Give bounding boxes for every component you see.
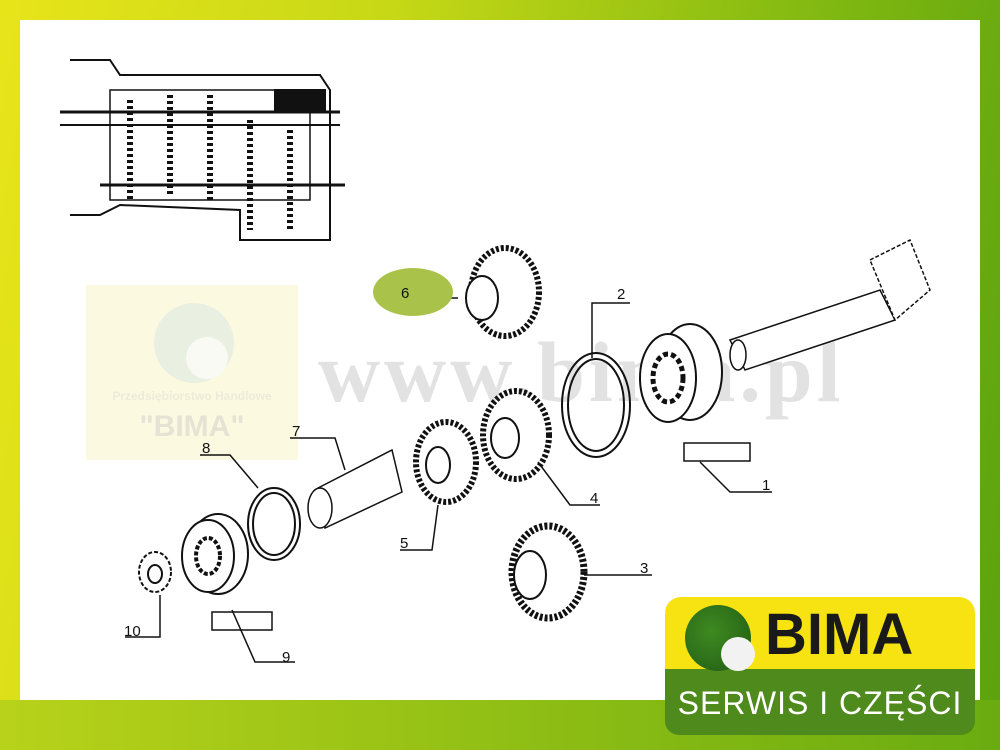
watermark-name: "BIMA" xyxy=(139,410,245,443)
gear-3 xyxy=(508,522,588,622)
callout-3: 3 xyxy=(640,560,648,577)
logo-green-band xyxy=(665,669,975,735)
bearing-9 xyxy=(181,513,249,595)
gear-5 xyxy=(413,419,479,505)
watermark-subtitle: Przedsiębiorstwo Handlowe xyxy=(112,389,272,403)
logo-tagline: SERWIS I CZĘŚCI xyxy=(677,685,963,721)
nut-10 xyxy=(138,551,172,593)
callout-2: 2 xyxy=(617,286,625,303)
sleeve-7 xyxy=(307,448,403,530)
ring-2 xyxy=(561,352,631,458)
ring-8 xyxy=(247,487,301,561)
pinion-shaft xyxy=(728,238,931,371)
callout-5: 5 xyxy=(400,535,408,552)
callout-4: 4 xyxy=(590,490,598,507)
callout-6-highlight xyxy=(373,268,453,316)
gearbox-overview-sketch xyxy=(60,59,345,241)
bearing-1 xyxy=(639,323,723,423)
callout-8: 8 xyxy=(202,440,210,457)
callout-7: 7 xyxy=(292,423,300,440)
logo-name: BIMA xyxy=(765,602,914,667)
callout-10: 10 xyxy=(124,623,141,640)
gear-4 xyxy=(480,388,552,482)
logo-ball-highlight xyxy=(721,637,755,671)
callout-1: 1 xyxy=(762,477,770,494)
callout-6: 6 xyxy=(401,285,409,302)
watermark-logo-dot xyxy=(186,337,228,379)
gear-6 xyxy=(465,245,542,339)
bearing-cross-section-symbols xyxy=(211,442,751,631)
company-watermark: Przedsiębiorstwo Handlowe "BIMA" xyxy=(86,285,298,460)
bima-logo: BIMA SERWIS I CZĘŚCI xyxy=(665,597,975,735)
callout-9: 9 xyxy=(282,649,290,666)
